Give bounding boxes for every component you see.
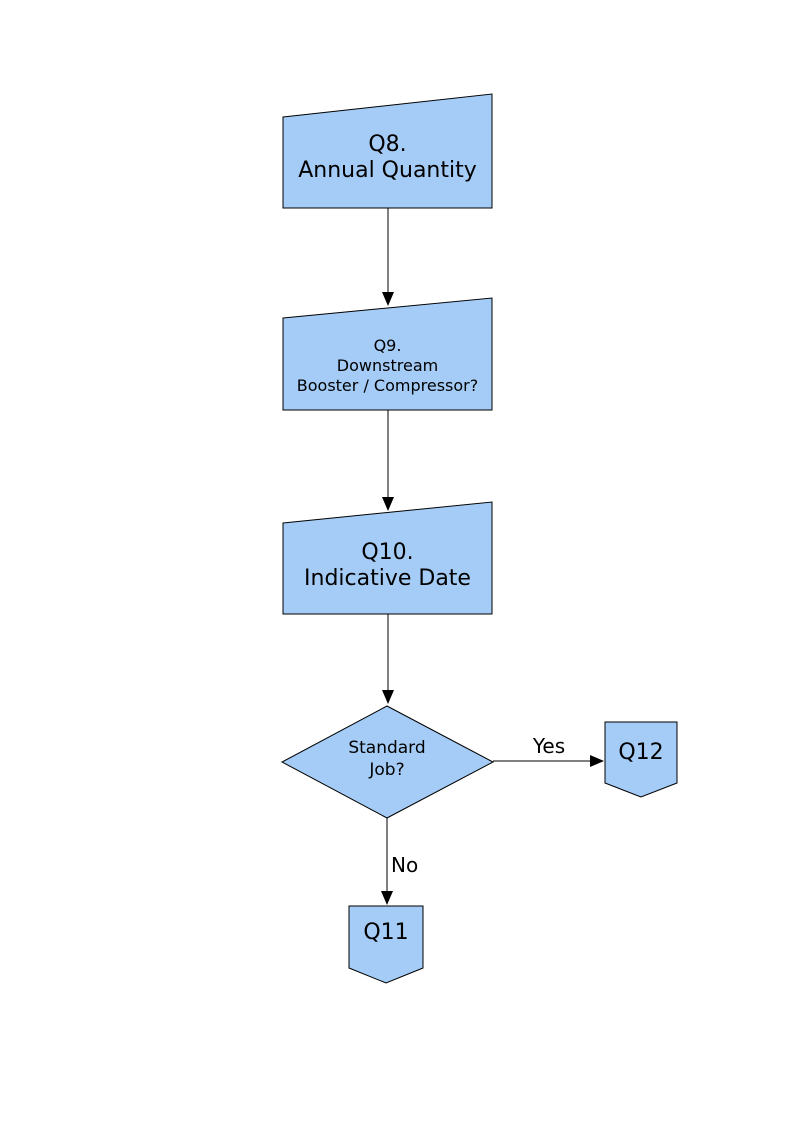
q9-node-shape	[282, 297, 493, 411]
q11-offpage-connector-shape	[348, 905, 424, 984]
q8-node-label: Q8. Annual Quantity	[298, 132, 477, 183]
q12-offpage-connector-shape	[604, 721, 678, 798]
q11-node-label: Q11	[363, 920, 409, 945]
q8-node-shape	[282, 93, 493, 209]
q9-node-label: Q9. Downstream Booster / Compressor?	[296, 336, 479, 395]
q10-node-shape	[282, 501, 493, 615]
q10-node-label: Q10. Indicative Date	[304, 540, 471, 591]
standard-job-decision-label: Standard Job?	[348, 738, 426, 780]
q12-node-label: Q12	[618, 740, 664, 765]
no-edge-label: No	[391, 853, 419, 877]
yes-edge-label: Yes	[532, 734, 566, 758]
